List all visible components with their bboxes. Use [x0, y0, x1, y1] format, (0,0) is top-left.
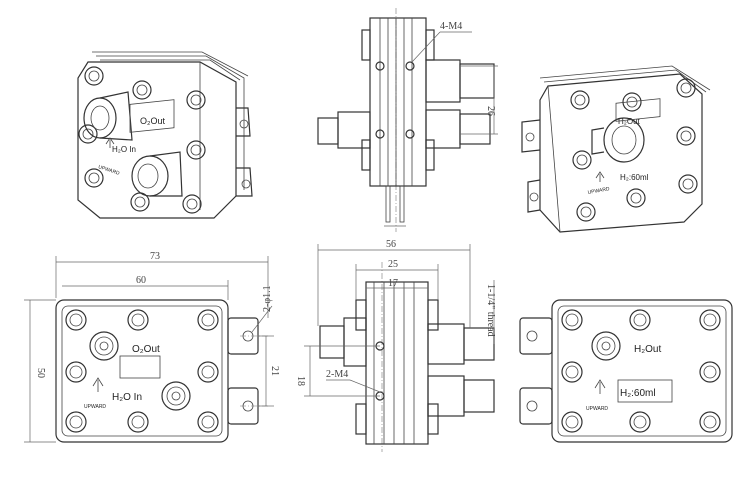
bolt-icon: [561, 309, 721, 433]
upward-label: UPWARD: [97, 164, 120, 177]
h2-out-label: H₂Out: [634, 344, 661, 355]
front-view-left: O₂Out H₂O In UPWARD 73 60 50 21 2-φ1.1: [24, 251, 280, 443]
upward-label: UPWARD: [84, 404, 106, 410]
dim-18: 18: [295, 376, 306, 386]
fitting-icon: [591, 331, 621, 361]
upward-arrow-icon: [92, 377, 104, 392]
dim-26: 26: [485, 106, 496, 116]
upward-arrow-icon: [594, 379, 606, 394]
o2-out-label: O₂Out: [132, 344, 160, 355]
front-view-right: H₂Out H₂:60ml UPWARD: [519, 299, 733, 443]
h2o-in-label: H₂O In: [112, 392, 142, 403]
bolt-icon: [78, 66, 206, 214]
dim-21: 21: [269, 366, 280, 376]
thread-note: 1-1/4" thread: [485, 284, 496, 337]
hole-note-2m4: 2-M4: [326, 369, 348, 380]
iso-view-right: H₂Out H₂:60ml UPWARD: [521, 65, 711, 233]
hole-note-4m4: 4-M4: [440, 21, 462, 32]
dim-50: 50: [35, 368, 46, 378]
side-view-bottom: 56 25 17 18 2-M4 1-1/4" thread: [295, 239, 496, 452]
iso-view-left: O₂Out H₂O In UPWARD: [77, 51, 253, 219]
bolt-icon: [65, 309, 219, 433]
upward-label: UPWARD: [586, 406, 608, 412]
o2-out-label: O₂Out: [140, 116, 166, 126]
h2o-in-label: H₂O In: [112, 145, 136, 154]
h2-volume-label: H₂:60ml: [620, 388, 656, 399]
bolt-icon: [570, 78, 698, 222]
dim-25: 25: [388, 259, 398, 270]
dim-56: 56: [386, 239, 396, 250]
dim-73: 73: [150, 251, 160, 262]
h2-volume-label: H₂:60ml: [620, 173, 649, 182]
dim-60: 60: [136, 275, 146, 286]
hole-note-phi: 2-φ1.1: [262, 285, 273, 312]
fitting-icon: [591, 117, 645, 163]
dim-17: 17: [388, 278, 398, 289]
h2-out-label: H₂Out: [618, 117, 641, 126]
upward-label: UPWARD: [587, 186, 610, 196]
fitting-icon: [89, 331, 191, 411]
side-view-top: 4-M4 26: [317, 8, 498, 232]
